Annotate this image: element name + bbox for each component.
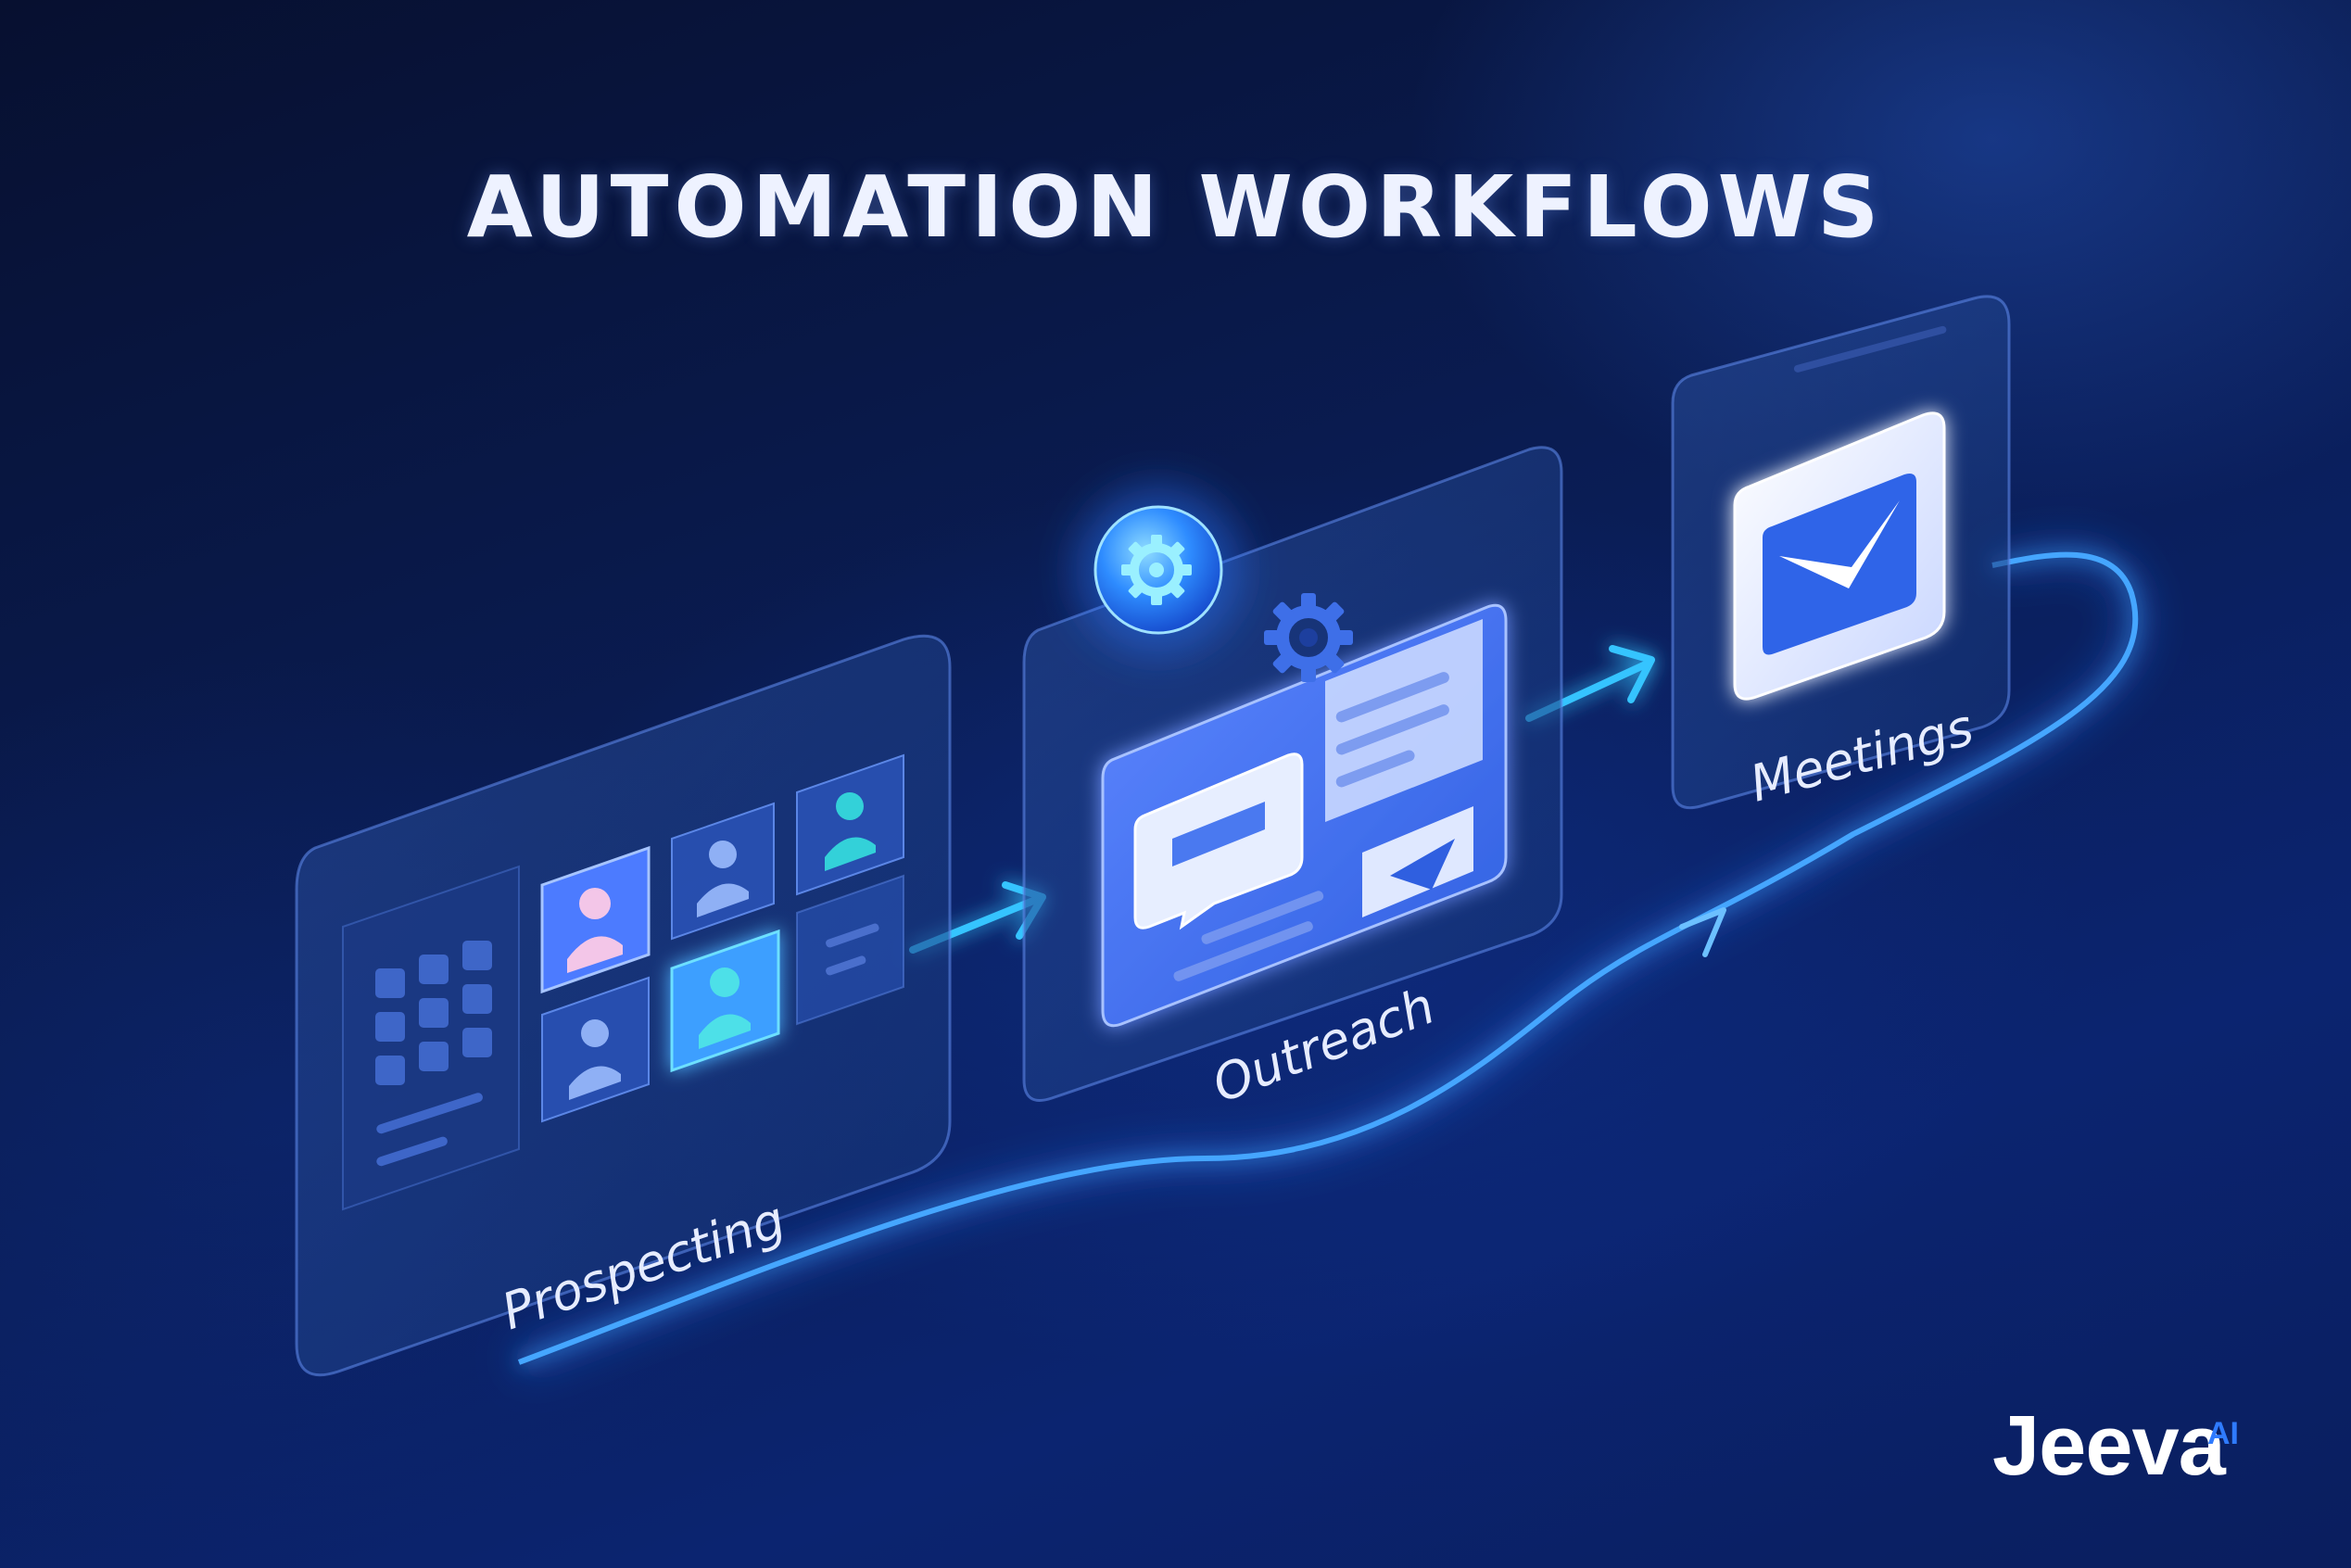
send-icon [1362, 806, 1473, 917]
message-card [1101, 603, 1508, 1028]
gear-icon [1121, 535, 1192, 605]
grid-icon [375, 941, 492, 1167]
jeeva-ai-logo: Jeeva AI [1992, 1399, 2270, 1501]
meetings-panel: Meetings [1671, 295, 2011, 814]
contact-card-teal-highlighted [670, 929, 780, 1073]
page-title: AUTOMATION WORKFLOWS [466, 158, 1885, 257]
placeholder-card [796, 874, 904, 1026]
contact-card-pink [540, 845, 651, 994]
gear-icon [1264, 593, 1353, 682]
automation-orb [1075, 487, 1242, 653]
contact-card-teal [796, 753, 904, 896]
contact-card [671, 802, 775, 941]
flow-path [513, 540, 2150, 1376]
check-envelope-icon [1733, 411, 1946, 701]
outreach-panel: Outreach [1022, 446, 1563, 1114]
chat-message-icon [1133, 752, 1304, 930]
logo-wordmark: Jeeva [1992, 1398, 2226, 1493]
prospecting-panel: Prospecting [295, 634, 952, 1377]
contact-card [541, 976, 650, 1123]
logo-ai-suffix: AI [2207, 1416, 2239, 1451]
